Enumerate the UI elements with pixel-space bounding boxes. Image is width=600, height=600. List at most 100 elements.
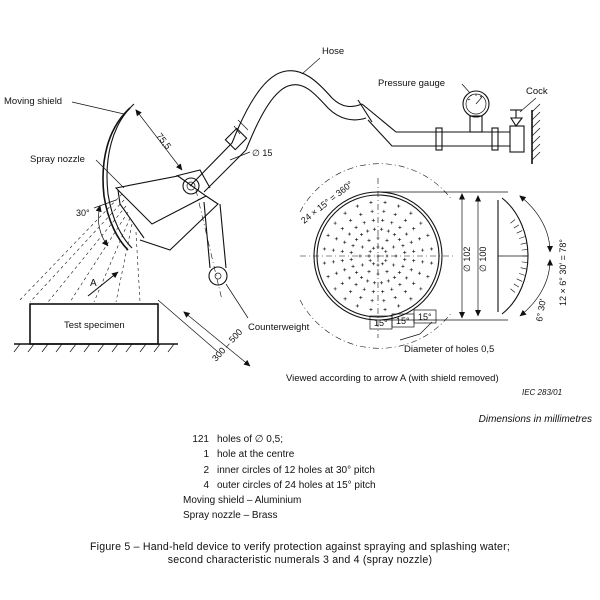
- spray-hole: [390, 221, 394, 225]
- spray-hole: [421, 260, 425, 264]
- spray-hole: [382, 299, 386, 303]
- callout-moving-shield-label: Moving shield: [4, 96, 62, 107]
- iec-reference: IEC 283/01: [522, 388, 563, 397]
- spray-hole: [340, 259, 344, 263]
- spray-hole: [386, 229, 390, 233]
- note-text: Spray nozzle – Brass: [183, 510, 278, 522]
- spray-hole: [370, 299, 374, 303]
- spray-hole: [385, 269, 389, 274]
- spray-hole: [393, 212, 397, 217]
- callout-counterweight-label: Counterweight: [248, 322, 310, 333]
- callout-hose-label: Hose: [322, 46, 344, 57]
- note-text: hole at the centre: [217, 449, 295, 461]
- spray-hole: [403, 218, 407, 222]
- spray-hole: [331, 260, 335, 264]
- spray-hole: [371, 262, 376, 266]
- spray-hole: [360, 245, 365, 249]
- spray-hole: [385, 238, 389, 243]
- dim-78-label: 12 × 6° 30′ = 78°: [558, 239, 568, 306]
- spray-hole: [331, 248, 335, 252]
- spray-hole: [368, 249, 372, 254]
- spray-hole: [371, 246, 376, 250]
- spray-hole: [391, 263, 396, 267]
- spray-hole: [385, 254, 389, 258]
- spray-hole: [368, 258, 372, 263]
- spray-hole: [351, 244, 355, 248]
- spray-hole: [343, 211, 347, 215]
- dim-75-5: 75,5: [135, 109, 183, 171]
- callout-spray-nozzle: Spray nozzle: [30, 154, 125, 189]
- dim-78-degree: 12 × 6° 30′ = 78° 6° 30′: [519, 195, 568, 323]
- callout-counterweight: Counterweight: [225, 283, 310, 333]
- spray-hole: [376, 236, 380, 240]
- spray-hole: [354, 282, 358, 287]
- supply-pipe: [361, 103, 525, 153]
- note-item: Moving shield – Aluminium: [183, 493, 376, 508]
- spray-hole: [397, 204, 401, 208]
- wall: [531, 103, 541, 164]
- counterweight-arm: [195, 189, 228, 301]
- dim-102-label: ∅ 102: [462, 247, 472, 272]
- callout-moving-shield: Moving shield: [4, 96, 125, 115]
- spray-hole: [403, 250, 407, 255]
- profile-tick: [516, 230, 523, 234]
- profile-tick: [518, 236, 525, 239]
- callout-hole-diameter: Diameter of holes 0,5: [399, 321, 494, 355]
- spray-hole: [354, 237, 359, 242]
- dim-tube-diameter-label: ∅ 15: [252, 148, 272, 158]
- spray-hole: [412, 259, 416, 263]
- dim-100-label: ∅ 100: [478, 247, 488, 272]
- callout-cock: Cock: [519, 86, 548, 113]
- spray-hole: [349, 257, 353, 262]
- note-count: 2: [203, 464, 209, 476]
- spray-hole: [333, 287, 337, 291]
- spray-hole: [358, 254, 362, 258]
- pressure-gauge: [462, 90, 490, 118]
- spray-hole: [340, 281, 344, 285]
- spray-hole: [355, 304, 359, 308]
- spray-hole: [326, 233, 330, 237]
- moving-shield: [102, 103, 135, 251]
- spray-hole: [362, 221, 366, 225]
- spray-hole: [401, 264, 405, 268]
- profile-tick: [513, 283, 520, 288]
- spray-hole: [371, 290, 375, 294]
- dim-30-degree-label: 30°: [76, 208, 90, 218]
- spray-hole: [340, 249, 344, 253]
- note-text: holes of ∅ 0,5;: [217, 434, 283, 445]
- spray-hole: [401, 244, 405, 248]
- callout-pressure-gauge: Pressure gauge: [378, 78, 471, 94]
- dim-15-a-label: 15°: [374, 318, 388, 328]
- dimensions-note: Dimensions in millimetres: [478, 414, 592, 425]
- callout-pressure-gauge-label: Pressure gauge: [378, 78, 445, 89]
- dim-300-500: 300 – 500: [157, 299, 251, 367]
- spray-hole: [409, 297, 413, 301]
- spray-hole: [390, 287, 394, 291]
- view-arrow-a: A: [87, 271, 119, 297]
- spray-nozzle: [114, 169, 219, 251]
- spray-hole: [412, 281, 416, 285]
- spray-hole: [360, 263, 365, 267]
- spray-hole: [343, 240, 347, 244]
- spray-hole: [359, 295, 363, 300]
- note-text: inner circles of 12 holes at 30° pitch: [217, 464, 375, 476]
- spray-hole: [391, 245, 396, 249]
- spray-hole: [359, 275, 364, 280]
- spray-hole: [340, 227, 344, 231]
- spray-hole: [343, 297, 347, 301]
- dim-24x15-label: 24 × 15° = 360°: [299, 179, 355, 226]
- note-text: outer circles of 24 holes at 15° pitch: [217, 479, 376, 491]
- profile-tick: [510, 288, 516, 293]
- dim-6-30-label: 6° 30′: [534, 298, 548, 323]
- caption-line-2: second characteristic numerals 3 and 4 (…: [167, 554, 433, 566]
- spray-hole: [326, 275, 330, 279]
- spray-hole: [376, 254, 380, 258]
- test-specimen-label: Test specimen: [64, 320, 125, 331]
- dim-75-5-label: 75,5: [154, 131, 173, 151]
- spray-hole: [370, 209, 374, 213]
- spray-hole: [380, 262, 385, 266]
- spray-hole: [369, 307, 373, 312]
